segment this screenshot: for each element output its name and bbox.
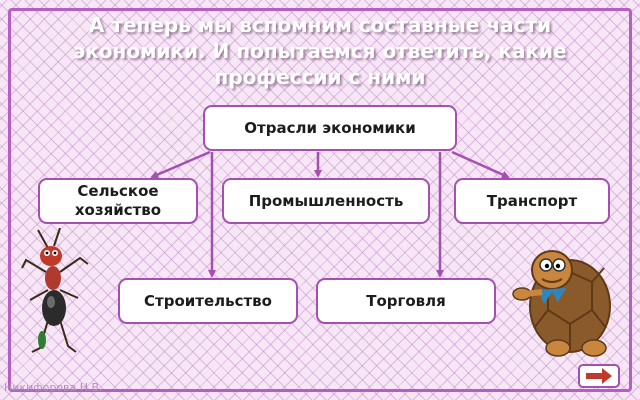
- arrow-right-icon[interactable]: [578, 364, 620, 388]
- author-credit: Никифорова Н.В.: [4, 381, 103, 394]
- branch-node-label: Промышленность: [248, 191, 404, 210]
- branch-node-label: Транспорт: [486, 191, 578, 210]
- slide-title: А теперь мы вспомним составные части эко…: [73, 13, 567, 89]
- branch-node-label: Сельское хозяйство: [74, 182, 162, 219]
- turtle-icon: [512, 250, 611, 357]
- ant-icon: [21, 228, 89, 353]
- connector-to-transport: [451, 150, 510, 179]
- root-node: Отрасли экономики: [203, 105, 457, 151]
- connector-to-agriculture: [150, 150, 211, 179]
- root-node-label: Отрасли экономики: [244, 118, 416, 137]
- branch-node-construction: Строительство: [118, 278, 298, 324]
- branch-node-transport: Транспорт: [454, 178, 610, 224]
- slide-frame: [8, 8, 632, 392]
- branch-node-label: Торговля: [366, 291, 446, 310]
- branch-node-label: Строительство: [144, 291, 272, 310]
- branch-node-trade: Торговля: [316, 278, 496, 324]
- branch-node-industry: Промышленность: [222, 178, 430, 224]
- branch-node-agriculture: Сельское хозяйство: [38, 178, 198, 224]
